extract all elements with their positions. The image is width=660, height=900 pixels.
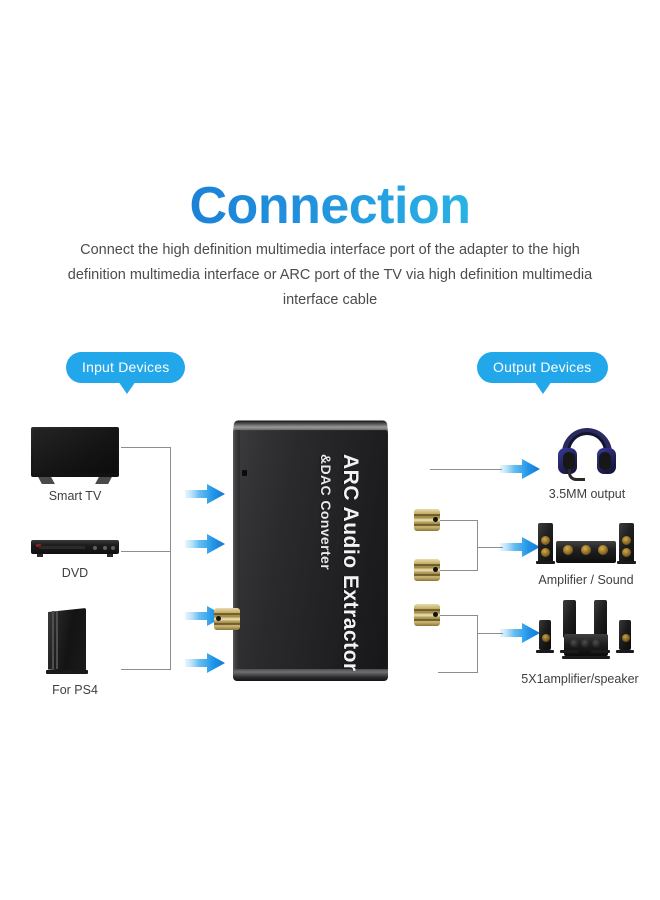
wire-tv-horizontal bbox=[121, 447, 171, 448]
amplifier-speakers-icon bbox=[536, 523, 636, 565]
device-bottom-bevel bbox=[233, 669, 388, 681]
page-title: Connection bbox=[0, 176, 660, 236]
rca-jack-output-1 bbox=[414, 509, 440, 531]
arrow-output-3 bbox=[500, 623, 540, 643]
device-body bbox=[233, 430, 388, 675]
input-device-label-0: Smart TV bbox=[48, 489, 102, 503]
wire-amp-join bbox=[477, 520, 478, 570]
input-device-label-2: For PS4 bbox=[52, 683, 98, 697]
dvd-player-icon bbox=[31, 540, 119, 558]
wire-amp-bottom bbox=[438, 570, 478, 571]
game-console-icon bbox=[42, 608, 90, 674]
arrow-output-2 bbox=[500, 537, 540, 557]
output-device-label-2: 5X1amplifier/speaker bbox=[521, 672, 639, 686]
rca-jack-output-2 bbox=[414, 559, 440, 581]
wire-theater-out bbox=[477, 633, 503, 634]
page-subtitle: Connect the high definition multimedia i… bbox=[67, 242, 593, 308]
output-device-label-0: 3.5MM output bbox=[548, 487, 626, 501]
wire-amp-out bbox=[477, 547, 503, 548]
wire-headphone bbox=[430, 469, 502, 470]
headphones-icon bbox=[556, 428, 618, 481]
output-device-label-1: Amplifier / Sound bbox=[538, 573, 634, 587]
rca-jack-output-3 bbox=[414, 604, 440, 626]
arrow-input-4 bbox=[185, 653, 225, 673]
home-theater-icon bbox=[531, 600, 641, 662]
arrow-output-1 bbox=[500, 459, 540, 479]
wire-ps4-horizontal bbox=[121, 669, 171, 670]
wire-theater-bottom bbox=[438, 672, 478, 673]
wire-input-bus bbox=[170, 447, 171, 670]
wire-dvd-horizontal bbox=[121, 551, 171, 552]
badge-input-devices: Input Devices bbox=[66, 352, 186, 394]
badge-output-devices: Output Devices bbox=[477, 352, 608, 394]
device-left-edge bbox=[233, 430, 240, 675]
input-device-label-1: DVD bbox=[61, 566, 89, 580]
wire-amp-top bbox=[438, 520, 478, 521]
arrow-input-2 bbox=[185, 534, 225, 554]
arc-audio-extractor-device: ARC Audio Extractor &DAC Converter bbox=[233, 420, 388, 685]
rca-jack-input-left bbox=[214, 608, 240, 630]
power-led-icon bbox=[242, 470, 247, 476]
arrow-input-1 bbox=[185, 484, 225, 504]
wire-theater-top bbox=[438, 615, 478, 616]
television-icon bbox=[31, 427, 119, 484]
wire-theater-join bbox=[477, 615, 478, 672]
